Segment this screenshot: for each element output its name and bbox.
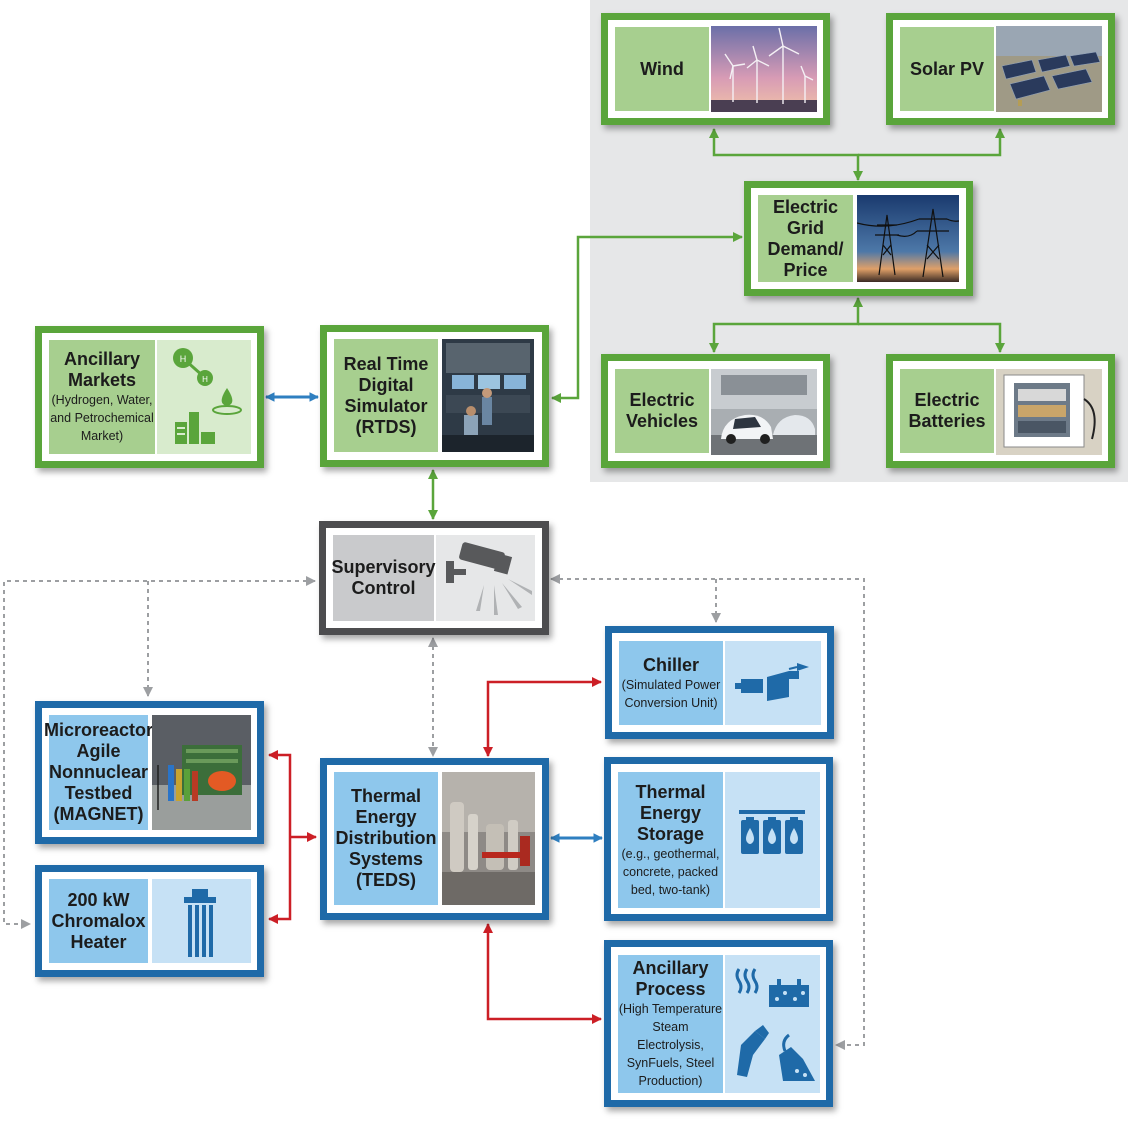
control-right-trunk [550,574,865,1050]
electric-batteries-node: Electric Batteries [886,354,1115,468]
magnet-heater-bus [268,750,292,924]
chiller-title: Chiller [642,654,699,675]
chiller-node: Chiller (Simulated Power Conversion Unit… [605,626,834,739]
ancillary-process-title: Ancillary Process [632,958,709,999]
chiller-subtitle: (Simulated Power Conversion Unit) [621,677,721,710]
control-left-trunk [3,576,316,929]
teds-chiller-link [483,677,602,757]
solar-grid-link [858,128,1005,157]
thermal-tanks-icon [725,772,820,908]
control-room-image [442,339,534,452]
security-camera-icon [436,535,535,621]
rtds-title: Real Time Digital Simulator (RTDS) [343,353,429,437]
teds-node: Thermal Energy Distribution Systems (TED… [320,758,549,920]
chromalox-heater-title: 200 kW Chromalox Heater [51,889,146,952]
supervisory-control-title: Supervisory Control [331,557,436,598]
rtds-node: Real Time Digital Simulator (RTDS) [320,325,549,467]
thermal-energy-storage-title: Thermal Energy Storage [635,781,706,844]
thermal-energy-storage-subtitle: (e.g., geothermal, concrete, packed bed,… [621,846,720,897]
svg-text:H: H [202,375,208,384]
wind-title: Wind [640,58,684,79]
teds-process-link [483,923,602,1024]
grid-batteries-link [858,322,1005,353]
ancillary-markets-subtitle: (Hydrogen, Water, and Petrochemical Mark… [50,393,154,443]
chromalox-heater-node: 200 kW Chromalox Heater [35,865,264,977]
magnet-node: Microreactor Agile Nonnuclear Testbed (M… [35,701,264,844]
solar-pv-title: Solar PV [909,58,985,79]
thermal-energy-storage-node: Thermal Energy Storage (e.g., geothermal… [604,757,833,921]
wind-node: Wind [601,13,830,125]
ancillary-process-subtitle: (High Temperature Steam Electrolysis, Sy… [618,1002,723,1088]
testbed-render-image [152,715,251,830]
ancillary-markets-node: Ancillary Markets (Hydrogen, Water, and … [35,326,264,468]
electric-cars-image [711,369,817,455]
magnet-title: Microreactor Agile Nonnuclear Testbed (M… [43,720,154,824]
wind-grid-link [709,128,863,181]
hydrogen-water-industry-icon: H H [157,340,251,454]
ancillary-markets-title: Ancillary Markets [63,349,141,390]
ancillary-process-node: Ancillary Process (High Temperature Stea… [604,940,833,1107]
electric-batteries-title: Electric Batteries [908,390,986,431]
grid-ev-link [709,297,863,353]
supervisory-control-node: Supervisory Control [319,521,549,635]
electric-grid-node: Electric Grid Demand/ Price [744,181,973,296]
electric-vehicles-title: Electric Vehicles [625,390,699,431]
wind-turbines-image [711,26,817,112]
solar-panels-image [996,26,1102,112]
process-fuel-steel-icon [725,955,820,1093]
svg-text:H: H [180,354,187,364]
power-conversion-icon [725,641,821,725]
electric-vehicles-node: Electric Vehicles [601,354,830,468]
battery-container-image [996,369,1102,455]
solar-pv-node: Solar PV [886,13,1115,125]
electric-grid-title: Electric Grid Demand/ Price [767,196,844,280]
teds-facility-image [442,772,535,905]
heater-icon [152,879,251,963]
transmission-towers-image [857,195,959,282]
rtds-grid-link [551,232,743,403]
teds-title: Thermal Energy Distribution Systems (TED… [335,786,437,890]
